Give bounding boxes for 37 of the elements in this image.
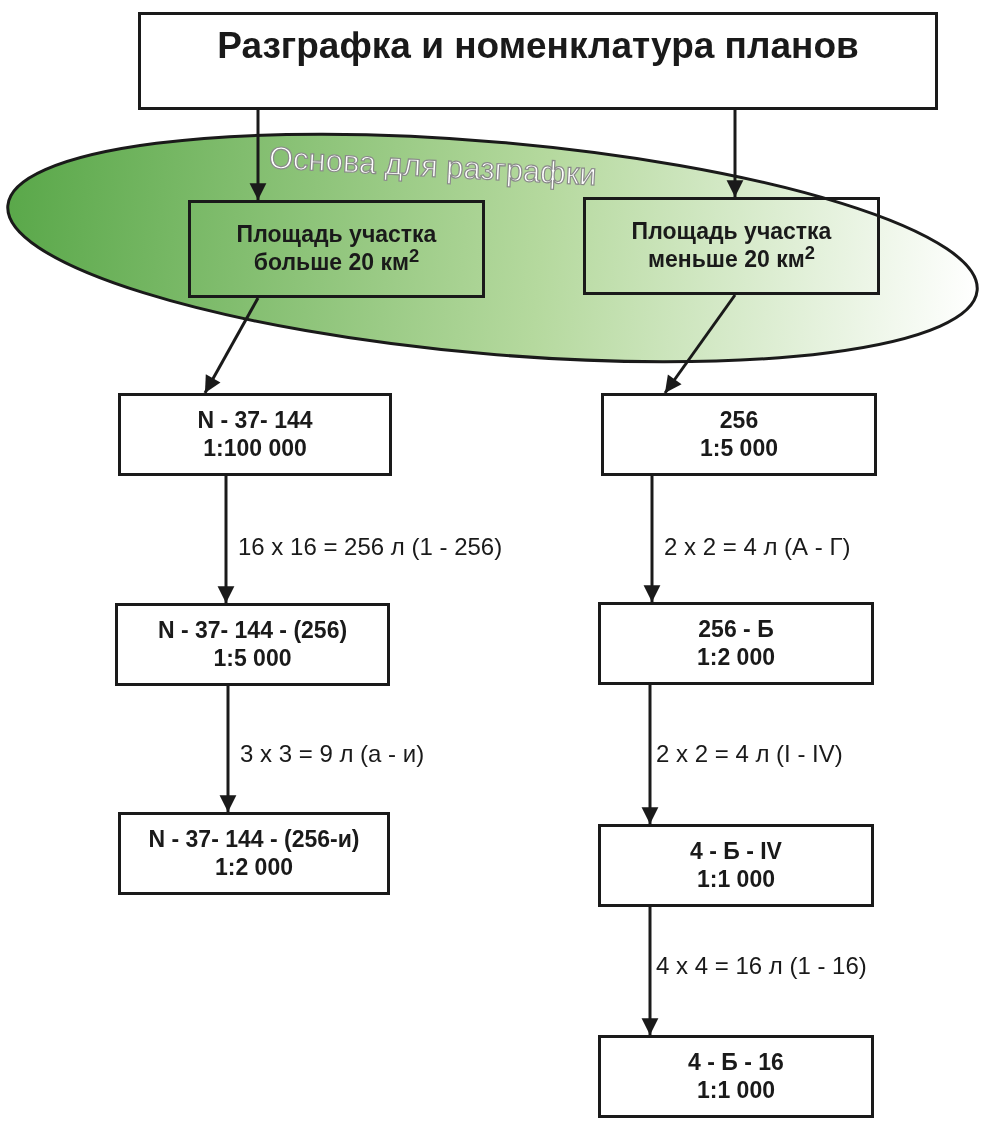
title-box — [138, 12, 938, 110]
process-box — [601, 393, 877, 476]
scale-text: 1:5 000 — [700, 434, 778, 463]
scale-text: 1:100 000 — [203, 434, 307, 463]
arrow — [203, 297, 260, 394]
arrow — [643, 476, 661, 603]
process-box — [598, 1035, 874, 1118]
scale-text: 1:2 000 — [215, 853, 293, 882]
arrow — [219, 686, 237, 813]
box-heading: Площадь участка больше 20 км$^{2}$ — [235, 221, 438, 277]
region-label: Основа для разграфки — [268, 140, 598, 194]
arrow — [249, 110, 267, 201]
box-heading: N - 37- 144 - (256-и) — [148, 825, 360, 854]
process-box — [118, 812, 390, 895]
process-box — [583, 197, 880, 295]
process-box — [118, 393, 392, 476]
scale-text: 1:1 000 — [697, 865, 775, 894]
scale-text: 1:2 000 — [697, 643, 775, 672]
process-box — [188, 200, 485, 298]
box-heading: 256 — [719, 406, 759, 435]
arrow — [217, 476, 235, 604]
process-box — [598, 602, 874, 685]
arrow — [641, 907, 659, 1036]
box-heading: N - 37- 144 - (256) — [157, 616, 348, 645]
box-heading: Разграфка и номенклатура планов — [217, 25, 859, 67]
box-heading: Площадь участка меньше 20 км$^{2}$ — [630, 218, 833, 274]
box-heading: 256 - Б — [698, 615, 774, 644]
scale-text: 1:1 000 — [697, 1076, 775, 1105]
process-box — [598, 824, 874, 907]
box-heading: 4 - Б - 16 — [688, 1048, 784, 1077]
arrow — [726, 110, 744, 198]
arrow — [641, 685, 659, 825]
box-heading: 4 - Б - IV — [690, 837, 782, 866]
process-box — [115, 603, 390, 686]
box-heading: N - 37- 144 — [197, 406, 313, 435]
scale-text: 1:5 000 — [213, 644, 292, 673]
arrow — [663, 294, 737, 394]
